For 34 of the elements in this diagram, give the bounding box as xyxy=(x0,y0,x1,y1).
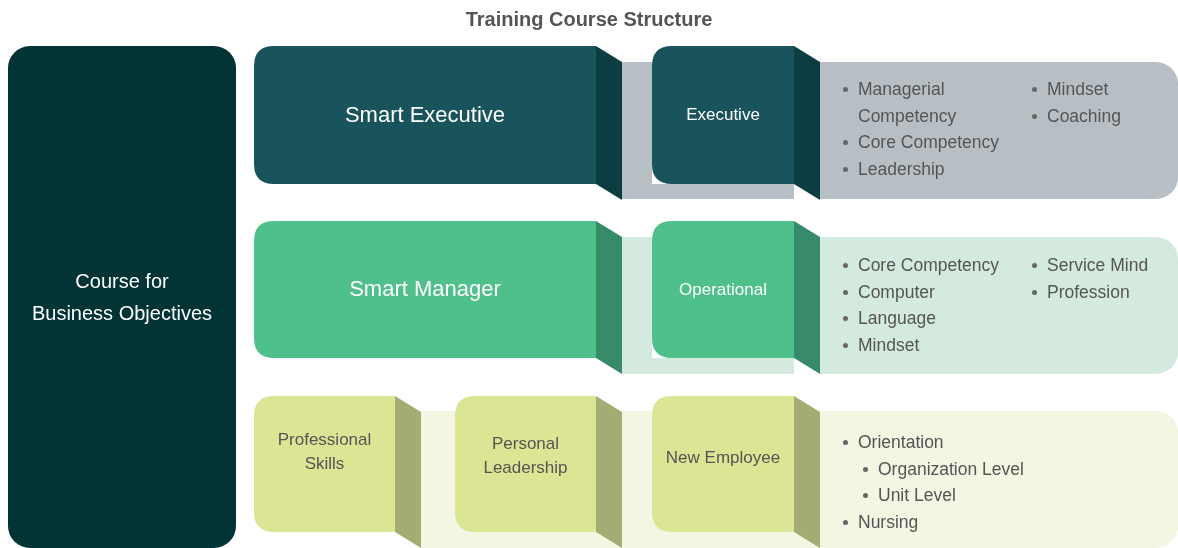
course-block xyxy=(254,396,421,548)
block-label: Smart Executive xyxy=(344,100,506,129)
block-label: Operational xyxy=(679,278,767,301)
course-block xyxy=(254,46,622,200)
list-item: Core Competency xyxy=(840,129,1010,157)
list-item: Coaching xyxy=(1029,102,1159,130)
block-label: Professional Skills xyxy=(276,429,373,475)
list-item: Language xyxy=(840,305,1020,333)
panel-label: Course for Business Objectives xyxy=(30,269,214,326)
course-block xyxy=(652,46,820,200)
list-item: Profession xyxy=(1029,278,1169,306)
course-block xyxy=(652,396,820,548)
list-item: Orientation xyxy=(840,429,1100,456)
category-panel xyxy=(8,46,236,548)
list-item: Mindset xyxy=(1029,76,1159,103)
list-item: Computer xyxy=(840,278,1020,306)
list-item: Service Mind xyxy=(1029,252,1169,279)
course-block xyxy=(455,396,622,548)
block-label: Executive xyxy=(686,104,760,127)
course-block xyxy=(254,221,622,374)
list-item: Core Competency xyxy=(840,252,1020,279)
list-item: Organization Level xyxy=(860,455,1100,483)
block-label: New Employee xyxy=(665,447,781,470)
list-item: Leadership xyxy=(840,156,1010,183)
list-item: Nursing xyxy=(840,509,1100,536)
course-band xyxy=(820,62,1178,199)
diagram-title: Training Course Structure xyxy=(464,8,714,31)
block-label: Personal Leadership xyxy=(482,433,569,479)
list-item: Mindset xyxy=(840,332,1020,359)
course-band xyxy=(820,237,1178,374)
block-label: Smart Manager xyxy=(349,275,501,304)
list-item: Managerial Competency xyxy=(840,76,1010,130)
list-item: Unit Level xyxy=(860,482,1100,510)
course-block xyxy=(652,221,820,374)
